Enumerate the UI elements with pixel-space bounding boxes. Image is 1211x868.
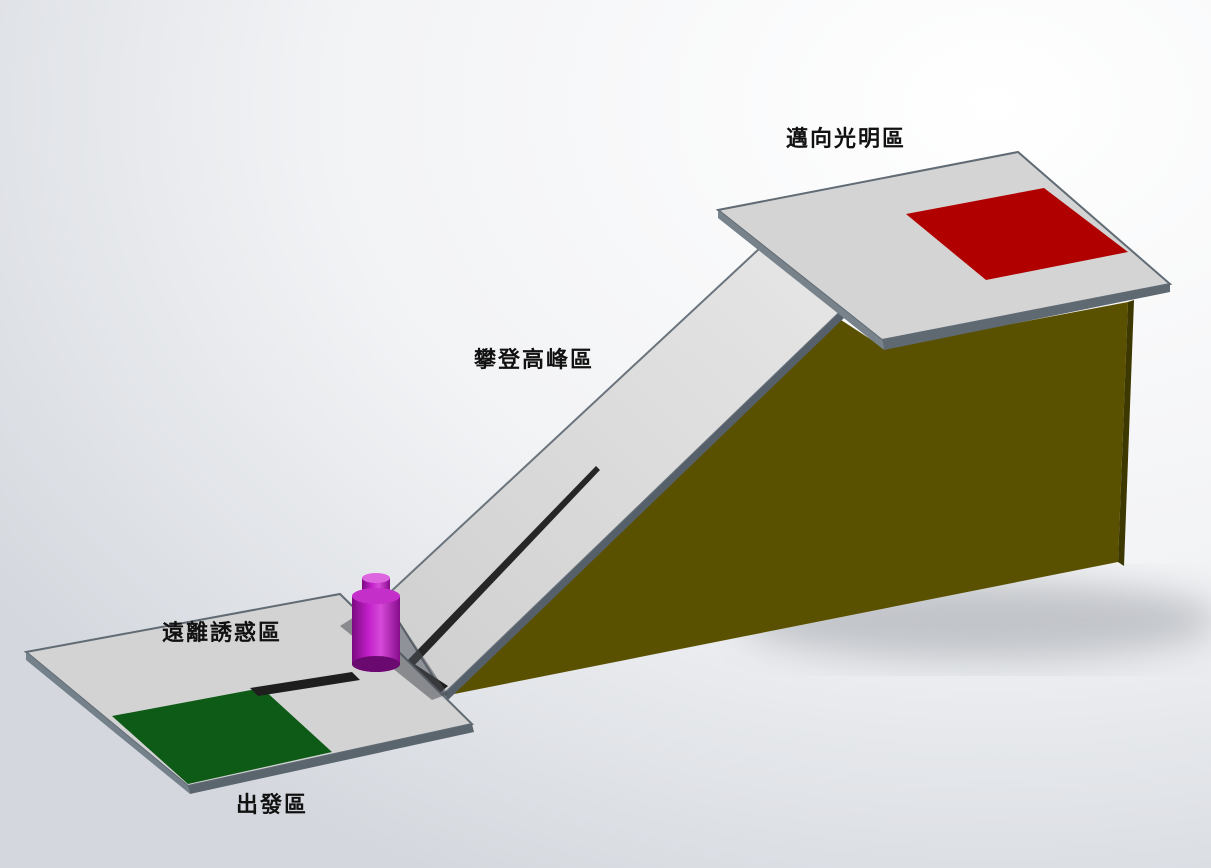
support-side-face — [444, 302, 1128, 696]
label-ramp: 攀登高峰區 — [473, 347, 594, 373]
start-pad — [112, 688, 332, 784]
label-temptation-zone: 遠離誘惑區 — [162, 620, 282, 646]
robot-shoulder — [352, 588, 400, 604]
robot — [352, 573, 400, 672]
ramp-support — [444, 300, 1134, 696]
goal-pad — [906, 188, 1128, 280]
label-start-zone: 出發區 — [236, 792, 308, 818]
start-platform-edge-front — [188, 724, 474, 794]
robot-body — [352, 596, 400, 672]
guide-rail — [404, 466, 600, 670]
top-platform-edge-left — [718, 210, 884, 350]
robot-base — [352, 656, 400, 672]
label-top-platform: 邁向光明區 — [786, 126, 906, 152]
support-front-edge — [1118, 300, 1134, 566]
ramp-right-edge — [444, 312, 844, 700]
start-platform-edge-left — [26, 652, 190, 794]
top-platform — [715, 150, 1173, 350]
top-platform-edge-front — [882, 284, 1170, 350]
start-slot — [250, 672, 360, 696]
robot-cap — [362, 573, 390, 583]
